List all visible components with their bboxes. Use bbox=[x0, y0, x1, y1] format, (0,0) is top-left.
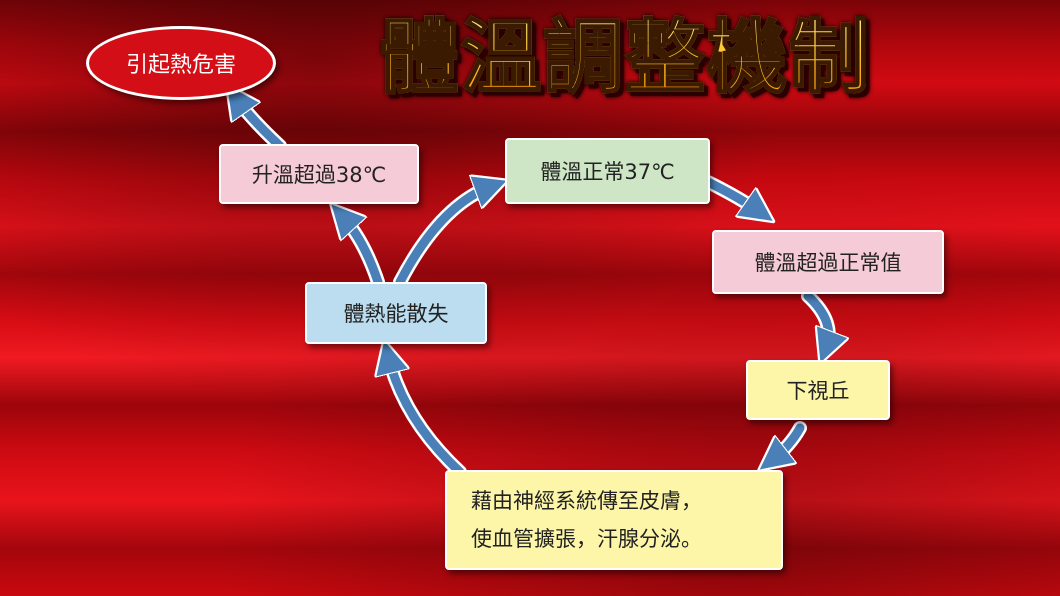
arrow-paths bbox=[236, 98, 829, 477]
node-heat-hazard: 引起熱危害 bbox=[86, 26, 276, 100]
page-title: 體溫調整機制 bbox=[370, 8, 880, 108]
nerve-text-line2: 使血管擴張，汗腺分泌。 bbox=[471, 527, 702, 551]
arrow-to-over38 bbox=[342, 216, 383, 287]
arrow-to-heatloss bbox=[388, 356, 465, 477]
arrow-to-hypothalamus bbox=[803, 291, 829, 348]
arrow-to-hazard bbox=[236, 98, 285, 151]
node-temp-normal: 體溫正常37℃ bbox=[505, 138, 710, 204]
node-nerve-system: 藉由神經系統傳至皮膚， 使血管擴張，汗腺分泌。 bbox=[445, 470, 783, 570]
node-hypothalamus: 下視丘 bbox=[746, 360, 890, 420]
node-heat-loss: 體熱能散失 bbox=[305, 282, 487, 344]
node-temp-exceed: 體溫超過正常值 bbox=[712, 230, 944, 294]
arrow-to-normal bbox=[395, 186, 492, 287]
arrow-to-exceed bbox=[703, 177, 760, 212]
node-temp-over-38: 升溫超過38℃ bbox=[219, 144, 419, 204]
nerve-text-line1: 藉由神經系統傳至皮膚， bbox=[471, 489, 702, 513]
arrow-to-nerve bbox=[772, 423, 805, 460]
